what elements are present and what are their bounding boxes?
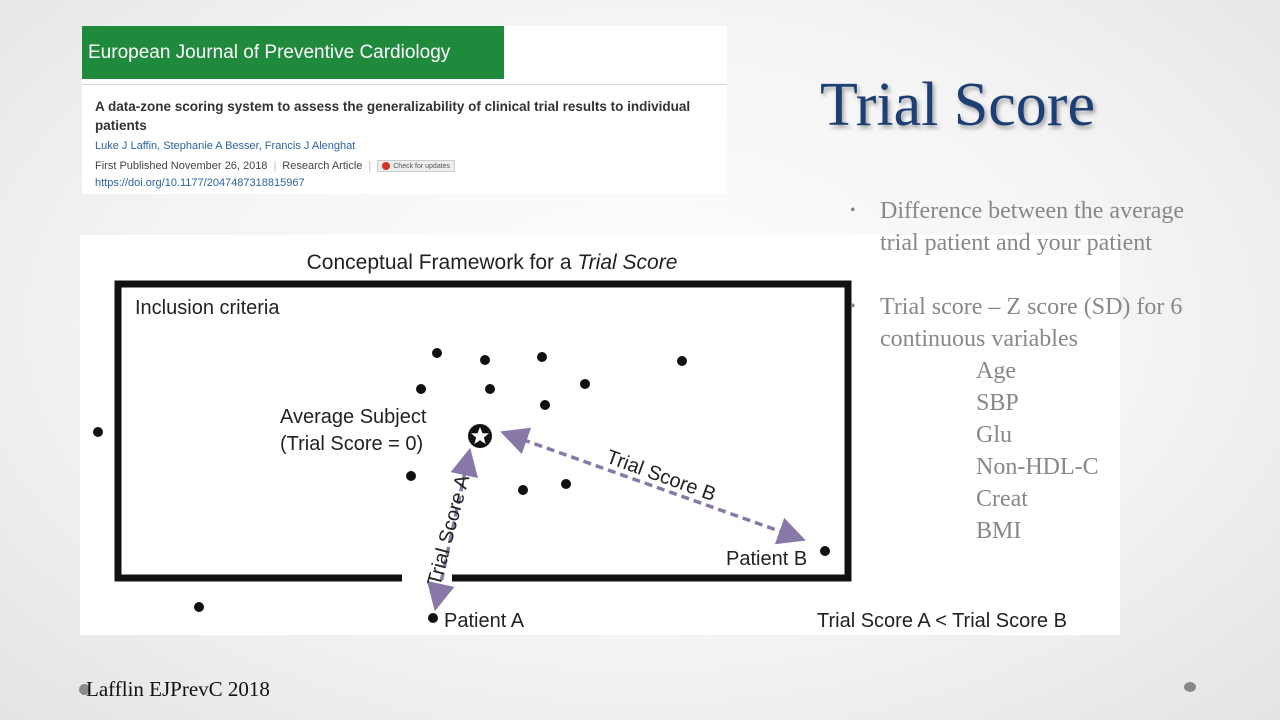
variable-item: BMI xyxy=(976,518,1022,544)
patient-b-dot xyxy=(820,546,830,556)
subject-dot xyxy=(561,479,571,489)
subject-dot xyxy=(537,352,547,362)
patient-b-label: Patient B xyxy=(726,548,807,570)
average-subject-star xyxy=(468,424,492,448)
patient-a-dot xyxy=(428,613,438,623)
subject-dot xyxy=(485,384,495,394)
outside-subject-dot xyxy=(93,427,103,437)
subject-dot xyxy=(677,356,687,366)
meta-separator: | xyxy=(368,160,372,172)
divider xyxy=(82,84,727,85)
subject-dot xyxy=(480,355,490,365)
subject-dot xyxy=(432,348,442,358)
figure-title: Conceptual Framework for a Trial Score xyxy=(307,251,678,274)
subject-dot xyxy=(416,384,426,394)
slide-title: Trial Score xyxy=(820,71,1095,139)
article-type: Research Article xyxy=(282,160,363,172)
trial-score-b-arrow xyxy=(500,427,806,545)
bullet-definition: Difference between the average trial pat… xyxy=(850,195,1190,259)
article-doi-link[interactable]: https://doi.org/10.1177/2047487318815967 xyxy=(95,177,305,189)
subject-dot xyxy=(580,379,590,389)
trial-score-a-label: Trial Score A xyxy=(424,472,475,588)
outside-subject-dot xyxy=(194,602,204,612)
comparison-label: Trial Score A < Trial Score B xyxy=(817,610,1067,632)
article-meta: First Published November 26, 2018 | Rese… xyxy=(95,160,456,172)
meta-separator: | xyxy=(273,160,277,172)
variable-item: Non-HDL-C xyxy=(976,454,1099,480)
published-date: First Published November 26, 2018 xyxy=(95,160,268,172)
check-for-updates-button[interactable]: Check for updates xyxy=(377,160,456,172)
figure-diagram: Conceptual Framework for a Trial Score I… xyxy=(93,251,1067,632)
crossmark-icon xyxy=(382,162,391,170)
bullet-method: Trial score – Z score (SD) for 6 continu… xyxy=(850,291,1190,547)
trial-subjects xyxy=(93,348,687,612)
article-authors[interactable]: Luke J Laffin, Stephanie A Besser, Franc… xyxy=(95,140,356,152)
bullet-list: Difference between the average trial pat… xyxy=(850,195,1190,547)
subject-dot xyxy=(540,400,550,410)
journal-name-banner: European Journal of Preventive Cardiolog… xyxy=(82,26,504,79)
average-subject-label: Average Subject xyxy=(280,406,427,428)
variable-item: Glu xyxy=(976,422,1012,448)
variable-item: Creat xyxy=(976,486,1028,512)
inclusion-criteria-label: Inclusion criteria xyxy=(135,297,280,319)
check-for-updates-label: Check for updates xyxy=(393,162,451,170)
variable-item: Age xyxy=(976,358,1016,384)
subject-dot xyxy=(406,471,416,481)
inclusion-criteria-box xyxy=(114,280,852,582)
journal-header-card: European Journal of Preventive Cardiolog… xyxy=(82,26,727,194)
patient-a-label: Patient A xyxy=(444,610,525,632)
trial-score-a-arrow xyxy=(427,447,478,612)
bullet-method-text: Trial score – Z score (SD) for 6 continu… xyxy=(880,294,1183,352)
footer-citation: Lafflin EJPrevC 2018 xyxy=(86,677,270,701)
variable-list: Age SBP Glu Non-HDL-C Creat BMI xyxy=(880,355,1190,547)
average-subject-score-label: (Trial Score = 0) xyxy=(280,433,423,455)
slide-marker xyxy=(1184,682,1196,692)
subject-dot xyxy=(518,485,528,495)
footer-marker xyxy=(79,684,90,695)
article-title: A data-zone scoring system to assess the… xyxy=(95,99,691,133)
variable-item: SBP xyxy=(976,390,1019,416)
